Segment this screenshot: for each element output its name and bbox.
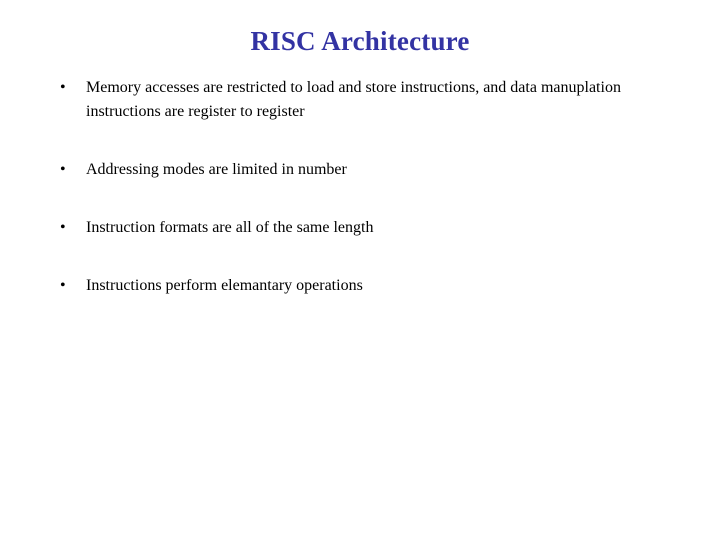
bullet-point-icon: • [60,219,66,236]
list-item: • Instructions perform elemantary operat… [55,274,665,298]
list-item-label: Instructions perform elemantary operatio… [86,277,363,294]
list-item: • Addressing modes are limited in number [55,158,665,182]
list-item-label: Addressing modes are limited in number [86,161,347,178]
bullet-point-icon: • [60,161,66,178]
page-title: RISC Architecture [250,26,470,56]
list-item-label: Memory accesses are restricted to load a… [86,79,621,120]
list-item: • Instruction formats are all of the sam… [55,216,665,240]
list-item: • Memory accesses are restricted to load… [55,76,665,124]
bullet-point-icon: • [60,79,66,96]
bullet-list: • Memory accesses are restricted to load… [55,76,665,298]
bullet-point-icon: • [60,277,66,294]
list-item-label: Instruction formats are all of the same … [86,219,374,236]
